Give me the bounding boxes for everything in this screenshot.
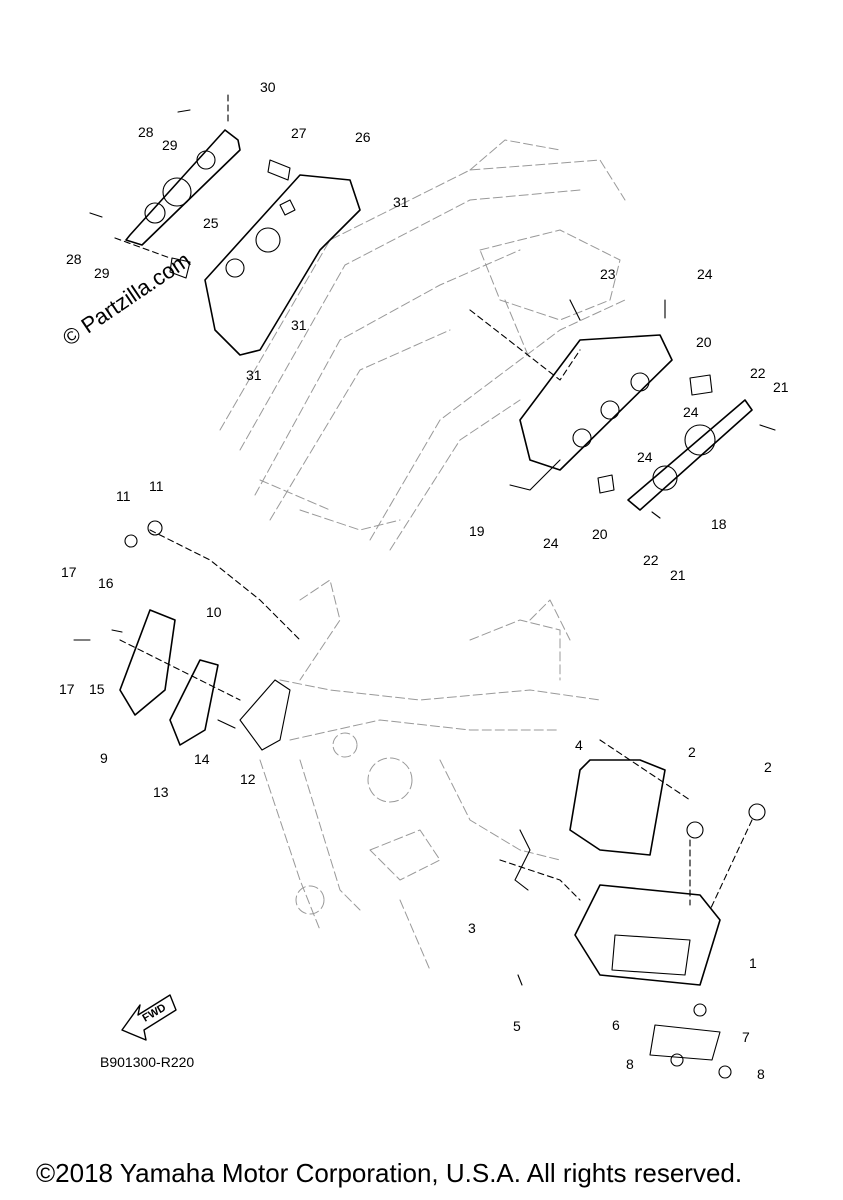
callout: 10 [206, 604, 222, 620]
callout: 22 [750, 365, 766, 381]
callout: 24 [543, 535, 559, 551]
callout: 27 [291, 125, 307, 141]
callout: 12 [240, 771, 256, 787]
battery-box-assembly [499, 739, 766, 1079]
callout: 20 [696, 334, 712, 350]
callout: 22 [643, 552, 659, 568]
callout: 24 [697, 266, 713, 282]
meter-bracket-assembly [89, 94, 361, 356]
callout: 31 [246, 367, 262, 383]
callout: 11 [116, 488, 131, 504]
license-bracket-assembly [469, 299, 776, 519]
callout: 18 [711, 516, 727, 532]
callout: 24 [637, 449, 653, 465]
callout: 17 [61, 564, 77, 580]
callout: 16 [98, 575, 114, 591]
callout: 2 [688, 744, 696, 760]
callout: 8 [626, 1056, 634, 1072]
side-cover-assembly [73, 520, 301, 751]
callout: 5 [513, 1018, 521, 1034]
callout: 21 [773, 379, 789, 395]
callout: 31 [291, 317, 307, 333]
callout: 17 [59, 681, 75, 697]
callout: 29 [162, 137, 178, 153]
callout: 3 [468, 920, 476, 936]
callout: 24 [683, 404, 699, 420]
callout: 6 [612, 1017, 620, 1033]
callout: 13 [153, 784, 169, 800]
fwd-arrow [121, 994, 177, 1041]
upper-frame [219, 139, 626, 551]
callout: 29 [94, 265, 110, 281]
callout: 7 [742, 1029, 750, 1045]
callout: 15 [89, 681, 105, 697]
callout: 28 [66, 251, 82, 267]
callout: 9 [100, 750, 108, 766]
copyright: ©2018 Yamaha Motor Corporation, U.S.A. A… [36, 1158, 743, 1188]
lower-frame [259, 579, 601, 971]
callout: 25 [203, 215, 219, 231]
callout: 11 [149, 478, 164, 494]
fwd-label: FWD [141, 1002, 169, 1025]
callout: 2 [764, 759, 772, 775]
callout: 26 [355, 129, 371, 145]
callout: 31 [393, 194, 409, 210]
callout: 23 [600, 266, 616, 282]
callout: 1 [749, 955, 757, 971]
callout: 21 [670, 567, 686, 583]
callout: 28 [138, 124, 154, 140]
callout: 4 [575, 737, 583, 753]
reference-code: B901300-R220 [100, 1054, 195, 1070]
callout: 8 [757, 1066, 765, 1082]
callout: 30 [260, 79, 276, 95]
callout: 19 [469, 523, 485, 539]
callout: 20 [592, 526, 608, 542]
callout: 14 [194, 751, 210, 767]
